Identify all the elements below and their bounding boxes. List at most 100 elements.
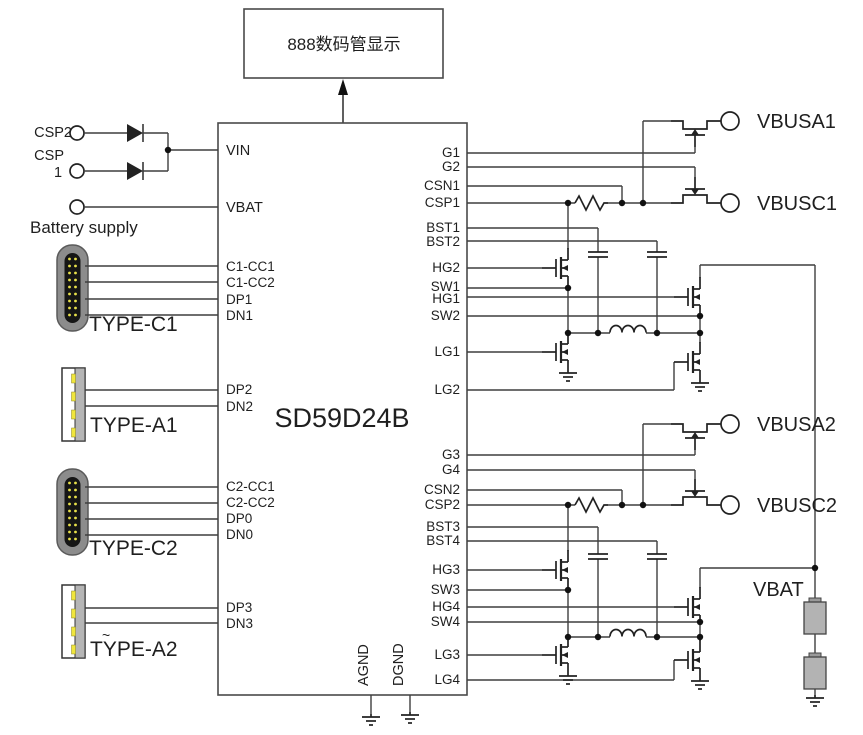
vbusa1-terminal bbox=[720, 111, 740, 131]
nmos-lg2 bbox=[672, 340, 702, 382]
pin-vbat: VBAT bbox=[226, 200, 263, 216]
ic-right-pin-labels: G1 G2 CSN1 CSP1 BST1 BST2 HG2 SW1 HG1 SW… bbox=[424, 145, 461, 687]
type-c2-pins bbox=[68, 481, 77, 541]
pmos-vbusc1 bbox=[670, 176, 722, 204]
csp2-terminal bbox=[69, 125, 85, 141]
type-a2-tongue bbox=[74, 584, 86, 659]
capacitor-c1 bbox=[588, 251, 608, 258]
ground-symbol bbox=[690, 677, 710, 690]
pin-c1cc1: C1-CC1 bbox=[226, 259, 275, 274]
nmos-lg4 bbox=[672, 638, 702, 680]
ground-symbol-agnd bbox=[361, 713, 381, 726]
pmos-vbusc2 bbox=[670, 478, 722, 506]
stray-tilde-mark: ~ bbox=[102, 627, 110, 643]
arrow-head bbox=[338, 79, 348, 95]
pin-dn1: DN1 bbox=[226, 308, 253, 323]
pin-dn0: DN0 bbox=[226, 527, 253, 542]
pin-bst1: BST1 bbox=[426, 220, 460, 235]
nmos-hg3 bbox=[540, 548, 570, 590]
connector-type-a2: ~ TYPE-A2 bbox=[61, 584, 178, 661]
type-a2-label: TYPE-A2 bbox=[90, 638, 178, 661]
csp1-terminal bbox=[69, 163, 85, 179]
pin-dp0: DP0 bbox=[226, 511, 252, 526]
pin-dn3: DN3 bbox=[226, 616, 253, 631]
pin-dp2: DP2 bbox=[226, 382, 252, 397]
csp2-label: CSP2 bbox=[34, 125, 72, 141]
pin-sw2: SW2 bbox=[431, 308, 460, 323]
vbusc1-label: VBUSC1 bbox=[757, 193, 837, 215]
type-a1-label: TYPE-A1 bbox=[90, 414, 178, 437]
ic-left-pin-labels: VIN VBAT C1-CC1 C1-CC2 DP1 DN1 DP2 DN2 C… bbox=[226, 143, 275, 631]
pin-g1: G1 bbox=[442, 145, 460, 160]
pin-agnd: AGND bbox=[356, 644, 372, 686]
vbat-rail-label: VBAT bbox=[753, 579, 804, 601]
type-c1-pins bbox=[68, 257, 77, 317]
diode-d2 bbox=[127, 162, 144, 180]
sense-resistor-2 bbox=[574, 496, 608, 514]
sense-resistor-1 bbox=[574, 194, 608, 212]
nmos-hg1 bbox=[672, 275, 702, 317]
csp1-label-line1: CSP bbox=[34, 148, 64, 164]
type-c2-tongue bbox=[64, 477, 81, 547]
pin-vin: VIN bbox=[226, 143, 250, 159]
battery-cell bbox=[803, 601, 827, 635]
pin-bst3: BST3 bbox=[426, 519, 460, 534]
vbusc2-label: VBUSC2 bbox=[757, 495, 837, 517]
type-c1-label: TYPE-C1 bbox=[89, 313, 178, 336]
pin-lg1: LG1 bbox=[434, 344, 460, 359]
pin-dgnd: DGND bbox=[391, 643, 407, 686]
vbusc2-terminal bbox=[720, 495, 740, 515]
pin-hg3: HG3 bbox=[432, 562, 460, 577]
pin-sw3: SW3 bbox=[431, 582, 460, 597]
connector-type-c1: TYPE-C1 bbox=[56, 244, 178, 336]
pin-lg3: LG3 bbox=[434, 647, 460, 662]
connector-type-a1: TYPE-A1 bbox=[61, 367, 178, 442]
inductor-2 bbox=[609, 628, 647, 637]
battery-supply-label: Battery supply bbox=[30, 218, 138, 237]
pin-c2cc1: C2-CC1 bbox=[226, 479, 275, 494]
type-a1-tongue bbox=[74, 367, 86, 442]
display-box-label: 888数码管显示 bbox=[287, 35, 400, 54]
vbusc1-terminal bbox=[720, 193, 740, 213]
connector-type-c2: TYPE-C2 bbox=[56, 468, 178, 560]
vbusa2-label: VBUSA2 bbox=[757, 414, 836, 436]
nmos-lg3 bbox=[540, 633, 570, 675]
pin-bst4: BST4 bbox=[426, 533, 460, 548]
pin-sw4: SW4 bbox=[431, 614, 461, 629]
pin-c1cc2: C1-CC2 bbox=[226, 275, 275, 290]
ground-symbol-battery bbox=[805, 694, 825, 707]
pmos-vbusa2 bbox=[670, 423, 722, 451]
nmos-hg4 bbox=[672, 585, 702, 627]
nmos-lg1 bbox=[540, 330, 570, 372]
csp1-label-line2: 1 bbox=[54, 165, 62, 181]
pin-lg4: LG4 bbox=[434, 672, 460, 687]
ground-symbol-dgnd bbox=[400, 711, 420, 724]
pin-sw1: SW1 bbox=[431, 279, 460, 294]
nmos-hg2 bbox=[540, 246, 570, 288]
capacitor-c2 bbox=[647, 251, 667, 258]
output-terminals: VBUSA1 VBUSC1 VBUSA2 VBUSC2 VBAT bbox=[720, 111, 837, 601]
input-terminals: CSP2 CSP 1 Battery supply bbox=[30, 125, 138, 237]
pin-csp1: CSP1 bbox=[425, 195, 460, 210]
display-box-outline bbox=[243, 8, 444, 79]
type-c2-label: TYPE-C2 bbox=[89, 537, 178, 560]
pin-csn2: CSN2 bbox=[424, 482, 460, 497]
ic-chip: SD59D24B VIN VBAT C1-CC1 C1-CC2 DP1 DN1 … bbox=[217, 122, 468, 696]
pin-c2cc2: C2-CC2 bbox=[226, 495, 275, 510]
battery-stack bbox=[803, 597, 827, 690]
ground-symbol bbox=[558, 369, 578, 382]
pin-g2: G2 bbox=[442, 159, 460, 174]
ic-name: SD59D24B bbox=[274, 403, 409, 433]
pin-hg1: HG1 bbox=[432, 291, 460, 306]
vbusa2-terminal bbox=[720, 414, 740, 434]
inductor-1 bbox=[609, 324, 647, 333]
pin-dp3: DP3 bbox=[226, 600, 252, 615]
bootstrap-capacitors bbox=[588, 251, 667, 560]
pin-bst2: BST2 bbox=[426, 234, 460, 249]
display-arrow bbox=[338, 79, 348, 123]
ic-outline bbox=[217, 122, 468, 696]
diode-d1 bbox=[127, 124, 144, 142]
pin-dn2: DN2 bbox=[226, 399, 253, 414]
capacitor-c3 bbox=[588, 553, 608, 560]
